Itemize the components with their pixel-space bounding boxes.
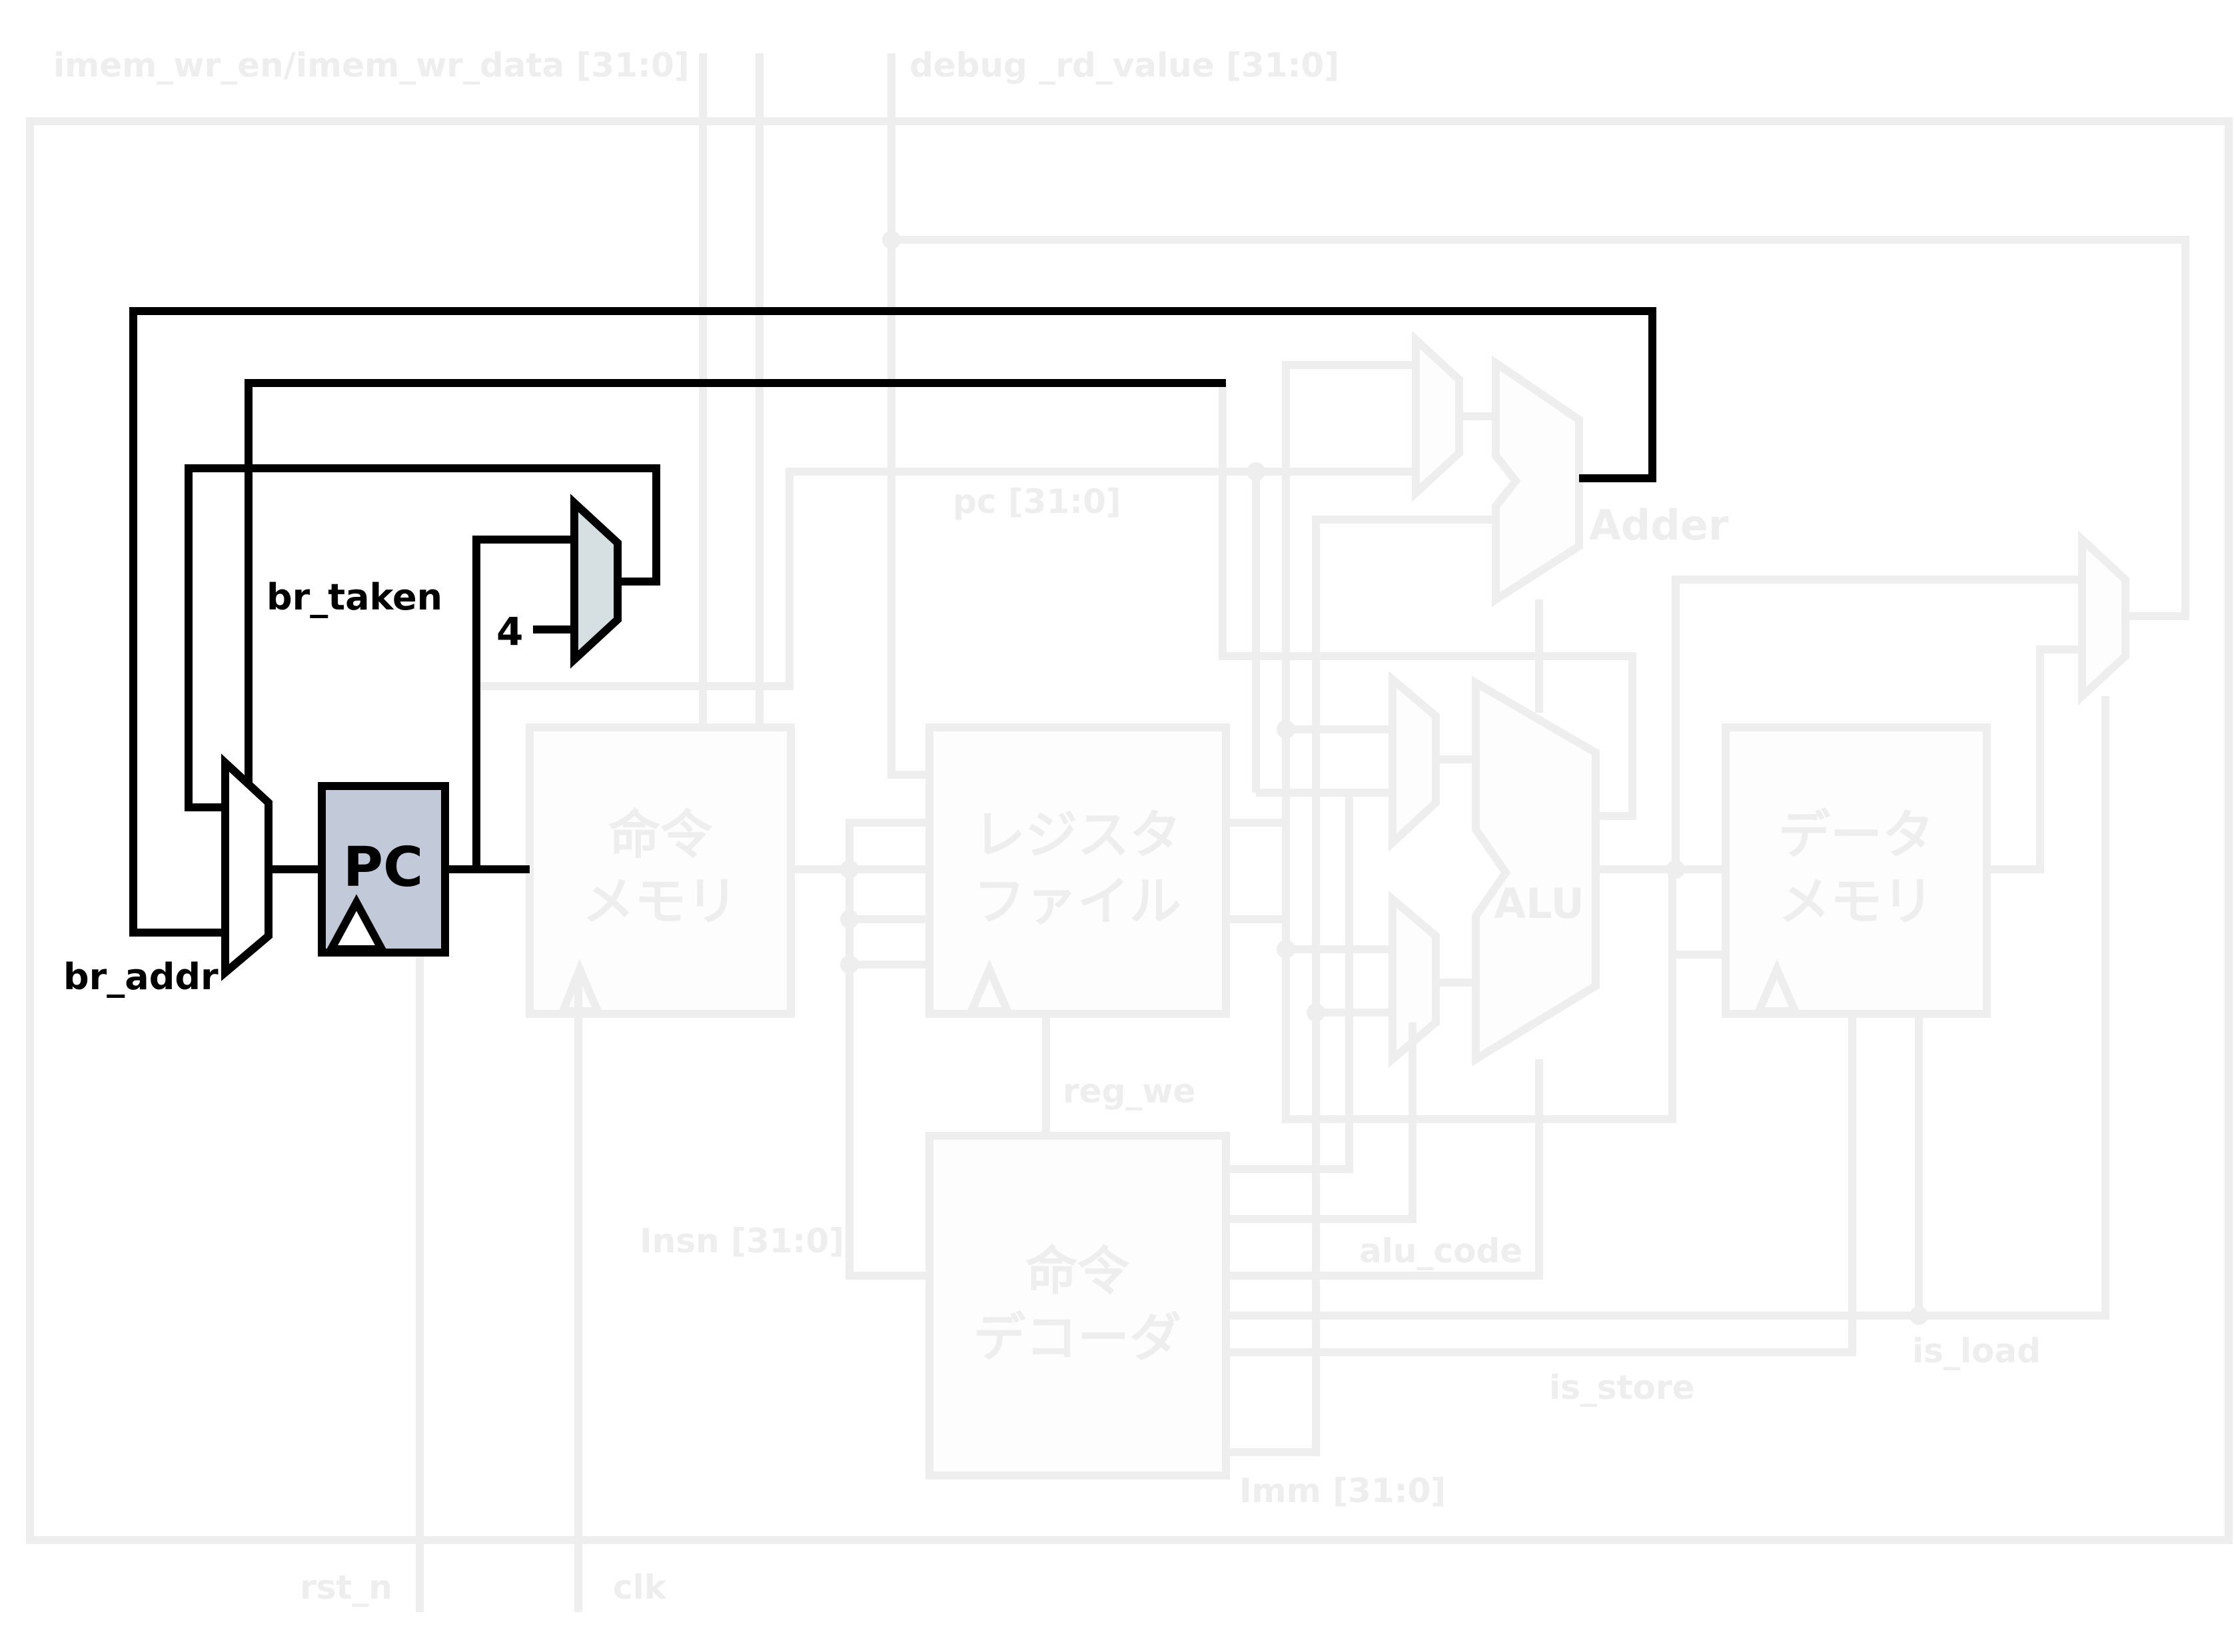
- junction-dot: [1247, 462, 1265, 481]
- module-frame: [26, 117, 2233, 1544]
- alu-mux-a-faded: [1389, 671, 1440, 852]
- upper-mux-faded: [1412, 330, 1463, 502]
- br-taken-label: br_taken: [267, 576, 442, 618]
- insn-label: Insn [31:0]: [640, 1222, 844, 1260]
- dec-out-alu-code: [1226, 1059, 1543, 1280]
- junction-dot: [1910, 1306, 1928, 1325]
- imem-label-2: メモリ: [582, 872, 738, 932]
- adder-input-b: [1312, 516, 1496, 1319]
- dec-out-is-load: [1226, 696, 2109, 1320]
- adder-faded: [1492, 355, 1583, 607]
- dec-out-1: [1226, 793, 1353, 1173]
- pc-label: PC: [343, 836, 423, 899]
- junction-dot: [840, 860, 859, 879]
- decoder-label-2: デコーダ: [973, 1308, 1181, 1368]
- adder-label: Adder: [1589, 501, 1729, 550]
- regfile-to-dmem: [1286, 951, 1726, 1123]
- debug-rd-line: [887, 53, 929, 779]
- dmem-to-wb: [1987, 645, 2082, 873]
- alu-faded: [1472, 675, 1600, 1066]
- insn-bus-a: [845, 819, 929, 1280]
- feedback-top-line: [891, 236, 2189, 620]
- debug-rd-label: debug _rd_value [31:0]: [909, 46, 1339, 85]
- decoder-block-faded: [925, 1132, 1230, 1479]
- alu-mux-b-faded: [1389, 891, 1440, 1068]
- is-load-label: is_load: [1912, 1332, 2041, 1370]
- dmem-label-2: メモリ: [1778, 872, 1934, 932]
- dec-out-is-store: [1226, 1014, 1856, 1356]
- const-four-label: 4: [496, 609, 523, 654]
- regfile-clock-triangle: [965, 959, 1014, 1015]
- regfile-out-b: [1226, 915, 1290, 946]
- clk-label: clk: [613, 1568, 668, 1607]
- faded-datapath: 命令 メモリ レジスタ ファイル ALU: [26, 46, 2233, 1612]
- mux-in-a: [1219, 383, 1636, 820]
- dmem-clock-triangle: [1752, 959, 1802, 1015]
- pc-clock-triangle: [324, 894, 389, 953]
- rst-n-label: rst_n: [300, 1568, 392, 1607]
- regfile-label-1: レジスタ: [973, 805, 1181, 865]
- imem-label-1: 命令: [608, 805, 713, 865]
- imm-label: Imm [31:0]: [1239, 1471, 1446, 1510]
- is-store-label: is_store: [1549, 1368, 1694, 1407]
- junction-dot: [1666, 860, 1685, 879]
- br-addr-wire: [129, 307, 1656, 937]
- br-taken-wire: [245, 379, 1226, 803]
- junction-dot: [882, 230, 901, 249]
- pc-logic-highlight: PC 4 br_taken br_addr: [63, 307, 1656, 998]
- dec-out-2: [1226, 1023, 1416, 1223]
- pc-bus-label: pc [31:0]: [953, 482, 1121, 521]
- imem-block-faded: [526, 723, 795, 1018]
- wb-mux-faded: [2078, 530, 2129, 705]
- alu-code-label: alu_code: [1359, 1232, 1522, 1270]
- junction-dot: [1277, 720, 1295, 739]
- reg-we-label: reg_we: [1063, 1072, 1195, 1110]
- next-pc-mux: [221, 753, 273, 981]
- regfile-block-faded: [925, 723, 1230, 1018]
- junction-dot: [840, 955, 859, 974]
- dmem-block-faded: [1722, 723, 1991, 1018]
- pc-plus4-adder: [570, 494, 622, 669]
- alu-label: ALU: [1494, 879, 1584, 928]
- imem-wr-label: imem_wr_en/imem_wr_data [31:0]: [53, 46, 690, 85]
- pc-to-adder-wire: [472, 536, 574, 869]
- decoder-label-1: 命令: [1025, 1242, 1130, 1302]
- dec-out-imm: [1226, 1319, 1320, 1456]
- regfile-label-2: ファイル: [973, 872, 1181, 932]
- alu-result-to-wb: [1672, 576, 2082, 869]
- br-addr-label: br_addr: [63, 956, 219, 998]
- junction-dot: [840, 910, 859, 929]
- junction-dot: [1277, 940, 1295, 959]
- dmem-label-1: データ: [1778, 805, 1934, 865]
- pc-bus-line: [480, 468, 1416, 690]
- pc-plus4-feedback: [185, 464, 660, 811]
- junction-dot: [1307, 1003, 1325, 1022]
